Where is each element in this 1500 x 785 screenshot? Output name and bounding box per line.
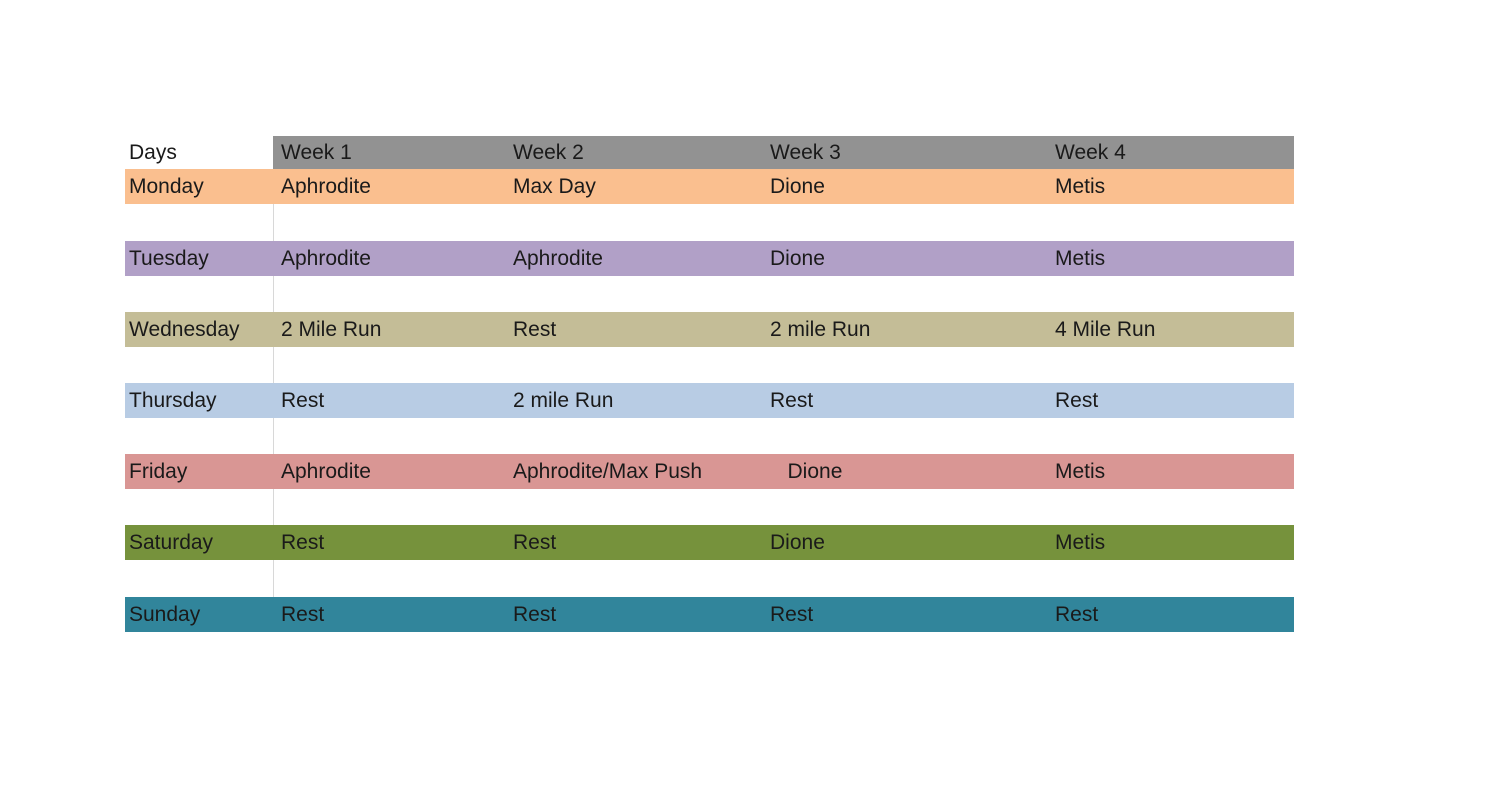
workout-cell: Aphrodite [281,246,371,270]
week-2-header: Week 2 [505,136,762,169]
workout-cell: Rest [513,530,557,554]
workout-cell: Rest [1055,388,1099,412]
days-column-header: Days [129,140,177,164]
day-label: Monday [129,174,204,198]
workout-cell: Metis [1055,530,1106,554]
workout-cell: 2 mile Run [513,388,614,412]
workout-cell: Aphrodite [281,174,371,198]
day-label: Tuesday [129,246,209,270]
workout-cell: Rest [513,602,557,626]
workout-cell: Dione [770,174,825,198]
day-label: Wednesday [129,317,240,341]
table-row-wednesday: Wednesday 2 Mile Run Rest 2 mile Run 4 M… [125,312,1294,347]
column-divider-line [273,136,274,597]
table-row-thursday: Thursday Rest 2 mile Run Rest Rest [125,383,1294,418]
workout-cell: Aphrodite/Max Push [513,459,703,483]
day-label: Sunday [129,602,201,626]
table-row-friday: Friday Aphrodite Aphrodite/Max Push Dion… [125,454,1294,489]
workout-cell: Aphrodite [281,459,371,483]
workout-cell: Rest [770,602,814,626]
workout-cell: Rest [770,388,814,412]
week-3-header: Week 3 [762,136,1047,169]
workout-cell: Dione [770,246,825,270]
workout-cell: Rest [1055,602,1099,626]
day-label: Saturday [129,530,214,554]
workout-cell: Rest [281,602,325,626]
day-label: Thursday [129,388,217,412]
workout-cell: Dione [770,530,825,554]
day-label: Friday [129,459,188,483]
workout-cell: Rest [281,388,325,412]
workout-cell: Metis [1055,459,1106,483]
workout-cell: Rest [513,317,557,341]
workout-cell: Rest [281,530,325,554]
workout-cell: Max Day [513,174,596,198]
week-1-header: Week 1 [273,136,505,169]
workout-cell: Metis [1055,246,1106,270]
table-row-monday: Monday Aphrodite Max Day Dione Metis [125,169,1294,204]
workout-cell: Dione [770,459,843,483]
week-4-header: Week 4 [1047,136,1294,169]
workout-cell: 2 mile Run [770,317,871,341]
header-row: Days Week 1 Week 2 Week 3 Week 4 [125,136,1294,169]
workout-cell: 2 Mile Run [281,317,382,341]
workout-cell: Aphrodite [513,246,603,270]
table-row-sunday: Sunday Rest Rest Rest Rest [125,597,1294,632]
table-row-tuesday: Tuesday Aphrodite Aphrodite Dione Metis [125,241,1294,276]
table-row-saturday: Saturday Rest Rest Dione Metis [125,525,1294,560]
workout-cell: Metis [1055,174,1106,198]
workout-cell: 4 Mile Run [1055,317,1156,341]
